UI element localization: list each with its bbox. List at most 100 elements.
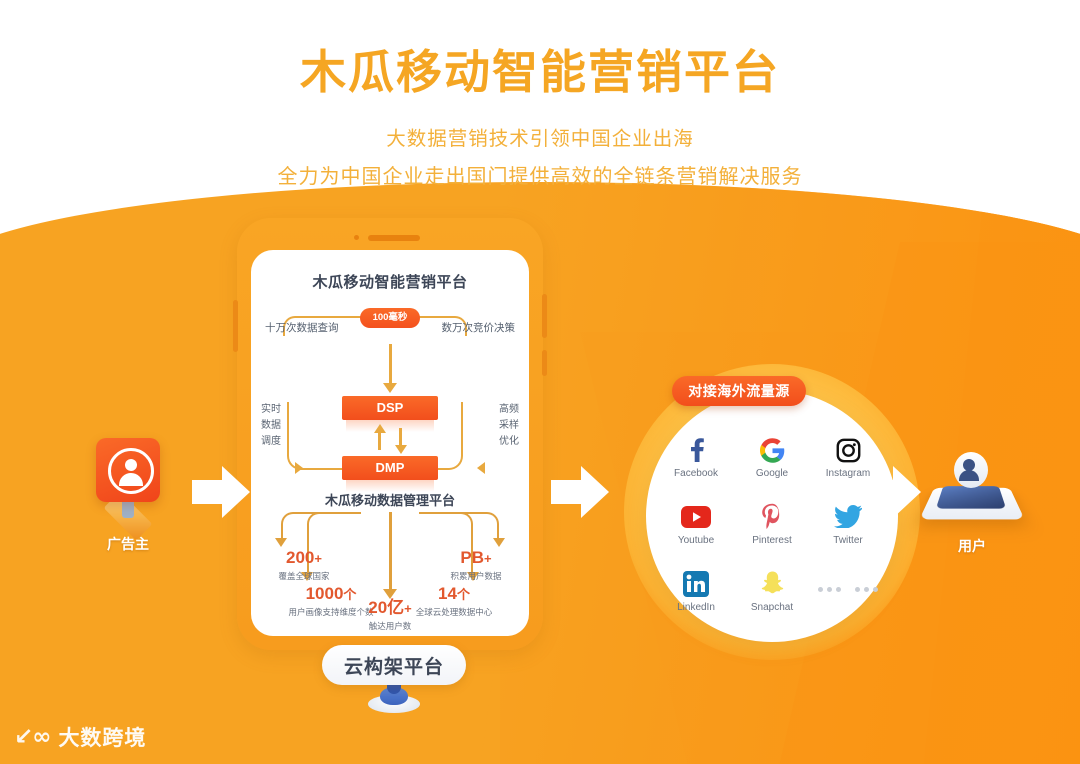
social-item-label: Youtube <box>677 534 715 546</box>
cloud-platform-label: 云构架平台 <box>322 645 466 685</box>
social-item-snapchat[interactable]: Snapchat <box>734 557 810 624</box>
dot <box>873 586 878 592</box>
dot <box>864 586 869 592</box>
phone-camera-dot <box>354 235 359 240</box>
side-label-left: 实时 数据 调度 <box>261 402 281 450</box>
stat-countries-value: 200+ <box>286 548 322 567</box>
social-item-twitter[interactable]: Twitter <box>810 491 886 558</box>
side-label-right: 高频 采样 优化 <box>499 402 519 450</box>
arrow-shaft <box>551 480 585 504</box>
social-item-google[interactable]: Google <box>734 424 810 491</box>
screen-title: 木瓜移动智能营销平台 <box>312 274 468 291</box>
stat-countries: 200+ 覆盖全球国家 <box>251 548 359 582</box>
snapchat-icon <box>759 569 786 599</box>
phone-button-right-upper <box>542 294 547 338</box>
instagram-icon <box>836 435 861 465</box>
dot <box>818 586 823 592</box>
right-arrow-icon-3 <box>863 466 923 518</box>
social-item-pinterest[interactable]: Pinterest <box>734 491 810 558</box>
stats-arrow-right-1-icon <box>493 538 505 547</box>
stat-data-volume: PB+ 积累用户数据 <box>421 548 529 582</box>
arrow-head <box>581 466 609 518</box>
dot-gap <box>845 587 851 592</box>
stat-datacenters-value: 14个 <box>438 584 470 603</box>
user-platform-screen <box>935 486 1007 509</box>
advertiser-body <box>119 473 143 486</box>
side-left-line-2: 数据 <box>261 420 281 431</box>
phone-screen: 木瓜移动智能营销平台 100毫秒 十万次数据查询 数万次竞价决策 DSP 实时 … <box>251 250 529 636</box>
down-arrow-to-dsp-icon <box>383 344 397 393</box>
social-item-label: Snapchat <box>750 601 794 613</box>
phone-speaker-bar <box>368 235 420 241</box>
arrow-shaft <box>192 480 226 504</box>
pinterest-icon <box>760 502 784 532</box>
social-item-label: Google <box>755 468 789 480</box>
advertiser-person-icon <box>96 438 160 502</box>
advertiser-label: 广告主 <box>107 536 149 552</box>
side-right-line-1: 高频 <box>499 404 519 415</box>
subtitle-line-1: 大数据营销技术引领中国企业出海 <box>386 128 694 150</box>
stat-dimensions-caption: 用户画像支持维度个数 <box>288 607 374 617</box>
side-right-line-3: 优化 <box>499 436 519 447</box>
phone-button-right-lower <box>542 350 547 376</box>
advertiser-head <box>125 459 137 471</box>
watermark: ↙∞ 大数跨境 <box>14 722 146 752</box>
user-node: 用户 <box>919 452 1025 560</box>
social-item-label: Twitter <box>833 534 863 546</box>
cloud-stand <box>368 683 420 713</box>
latency-badge: 100毫秒 <box>360 308 420 328</box>
phone-button-left <box>233 300 238 352</box>
page-title: 木瓜移动智能营销平台 <box>300 46 780 98</box>
side-left-line-1: 实时 <box>261 404 281 415</box>
social-item-linkedin[interactable]: LinkedIn <box>658 557 734 624</box>
social-item-label: LinkedIn <box>677 601 715 613</box>
query-right-label: 数万次竞价决策 <box>441 322 516 334</box>
user-label: 用户 <box>958 538 986 554</box>
query-left-label: 十万次数据查询 <box>265 322 339 334</box>
arrow-head <box>222 466 250 518</box>
cloud-stand-knob-icon <box>380 685 408 705</box>
arrow-shaft <box>863 480 897 504</box>
stat-reach: 20亿+ 触达用户数 <box>330 598 450 632</box>
right-arrow-icon-2 <box>551 466 611 518</box>
watermark-logo-icon: ↙∞ <box>14 724 51 750</box>
google-icon <box>759 435 785 465</box>
stat-datacenters-caption: 全球云处理数据中心 <box>415 607 493 617</box>
social-item-instagram[interactable]: Instagram <box>810 424 886 491</box>
dot <box>827 586 832 592</box>
arrow-up-icon <box>373 424 386 450</box>
stat-datacenters: 14个 全球云处理数据中心 <box>389 584 519 618</box>
stats-arrow-left-2-icon <box>301 572 313 581</box>
side-left-line-3: 调度 <box>261 436 281 447</box>
stat-reach-caption: 触达用户数 <box>368 621 412 631</box>
loop-arrow-left-icon <box>295 462 303 474</box>
stat-dimensions: 1000个 用户画像支持维度个数 <box>261 584 401 618</box>
stats-branch-right-2 <box>419 512 473 576</box>
stat-reach-value: 20亿+ <box>368 598 412 617</box>
advertiser-ring <box>108 448 154 494</box>
dmp-box: DMP <box>342 456 438 492</box>
more-dots-icon <box>818 574 878 604</box>
watermark-text: 大数跨境 <box>58 727 147 750</box>
stat-countries-caption: 覆盖全球国家 <box>278 571 330 581</box>
social-pill-label: 对接海外流量源 <box>672 376 806 406</box>
social-item-facebook[interactable]: Facebook <box>658 424 734 491</box>
user-location-pin-icon <box>954 452 988 488</box>
youtube-icon <box>681 502 711 532</box>
stat-data-volume-caption: 积累用户数据 <box>450 571 502 581</box>
stats-branch-left-2 <box>307 512 361 576</box>
social-item-youtube[interactable]: Youtube <box>658 491 734 558</box>
stats-tree: 200+ 覆盖全球国家 1000个 用户画像支持维度个数 20亿+ 触达用户数 … <box>251 512 529 636</box>
facebook-icon <box>685 435 707 465</box>
bidirectional-arrows-icon <box>372 424 408 454</box>
arrow-down-icon <box>394 428 407 454</box>
twitter-icon <box>834 502 862 532</box>
arrow-head <box>893 466 921 518</box>
social-item-label: Facebook <box>674 468 718 480</box>
social-item-more[interactable] <box>810 557 886 624</box>
dsp-box: DSP <box>342 396 438 432</box>
right-arrow-icon-1 <box>192 466 252 518</box>
loop-arrow-right-icon <box>477 462 485 474</box>
linkedin-icon <box>683 569 709 599</box>
